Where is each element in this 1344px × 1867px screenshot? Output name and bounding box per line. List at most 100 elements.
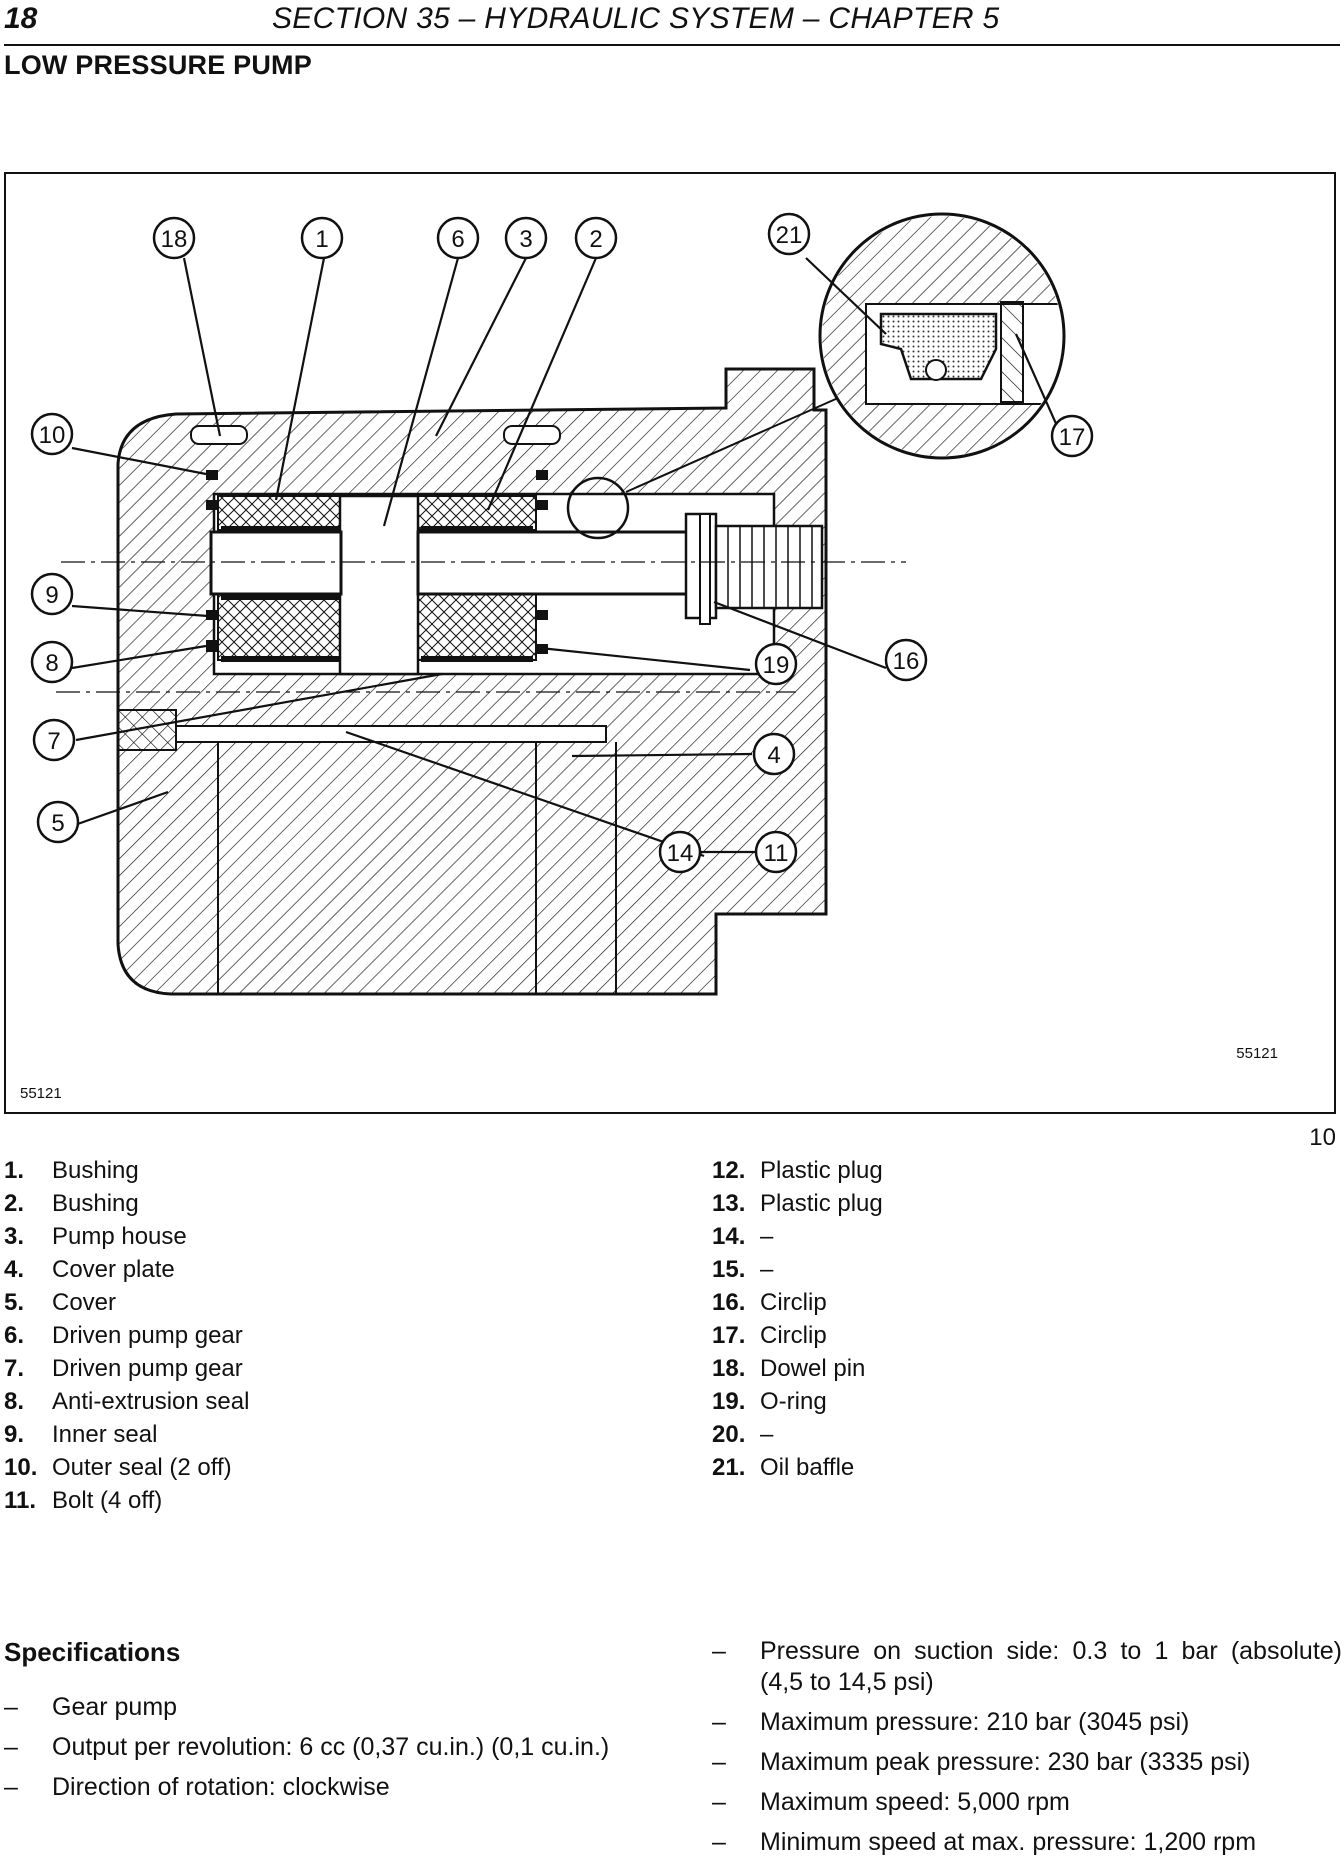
- page-subtitle: LOW PRESSURE PUMP: [4, 50, 312, 80]
- part-number: 14.: [712, 1223, 746, 1250]
- callout-11: 11: [764, 840, 789, 867]
- callout-3: 3: [519, 226, 532, 253]
- spec-item: – Gear pump: [4, 1692, 632, 1723]
- part-name: Driven pump gear: [52, 1355, 243, 1382]
- part-item: 7.Driven pump gear: [4, 1352, 249, 1385]
- callout-6: 6: [451, 226, 464, 253]
- spec-text: Minimum speed at max. pressure: 1,200 rp…: [760, 1828, 1257, 1856]
- part-number: 8.: [4, 1388, 25, 1415]
- spec-bullet: –: [712, 1637, 726, 1665]
- callout-4: 4: [767, 742, 780, 769]
- part-name: Plastic plug: [760, 1157, 883, 1184]
- header-rule: [4, 44, 1340, 46]
- spec-item: –Maximum pressure: 210 bar (3045 psi): [712, 1707, 1342, 1738]
- part-name: Bushing: [52, 1190, 139, 1217]
- callout-9: 9: [45, 582, 58, 609]
- spec-item: – Pressure on suction side: 0.3 to 1 bar …: [712, 1636, 1342, 1698]
- part-name: Bolt (4 off): [52, 1487, 163, 1514]
- spec-bullet: –: [712, 1828, 726, 1856]
- part-item: 6.Driven pump gear: [4, 1319, 249, 1352]
- part-number: 18.: [712, 1355, 746, 1382]
- part-item: 12. Plastic plug: [712, 1154, 883, 1187]
- part-name: Plastic plug: [760, 1190, 883, 1217]
- callout-14: 14: [667, 840, 694, 867]
- part-item: 14.–: [712, 1220, 883, 1253]
- page-number: 18: [4, 2, 38, 35]
- part-name: Cover plate: [52, 1256, 175, 1283]
- part-name: Anti-extrusion seal: [52, 1388, 250, 1415]
- spec-text: Direction of rotation: clockwise: [52, 1773, 390, 1801]
- part-name: Cover: [52, 1289, 117, 1316]
- spec-bullet: –: [4, 1773, 18, 1801]
- callout-16: 16: [893, 648, 920, 675]
- part-number: 17.: [712, 1322, 746, 1349]
- section-title: SECTION 35 – HYDRAULIC SYSTEM – CHAPTER …: [272, 2, 1000, 35]
- part-number: 13.: [712, 1190, 746, 1217]
- callout-8: 8: [45, 650, 58, 677]
- part-name: O-ring: [760, 1388, 827, 1415]
- spec-text: Pressure on suction side: 0.3 to 1 bar (…: [760, 1637, 1342, 1696]
- part-name: Dowel pin: [760, 1355, 866, 1382]
- part-item: 2. Bushing: [4, 1187, 249, 1220]
- part-item: 15.–: [712, 1253, 883, 1286]
- part-item: 21.Oil baffle: [712, 1451, 883, 1484]
- part-name: Circlip: [760, 1289, 827, 1316]
- callout-10: 10: [39, 422, 66, 449]
- part-item: 16. Circlip: [712, 1286, 883, 1319]
- spec-bullet: –: [4, 1693, 18, 1721]
- part-number: 16.: [712, 1289, 746, 1316]
- callout-5: 5: [51, 810, 64, 837]
- part-number: 20.: [712, 1421, 746, 1448]
- part-number: 3.: [4, 1223, 25, 1250]
- spec-bullet: –: [4, 1733, 18, 1761]
- part-number: 1.: [4, 1157, 25, 1184]
- part-item: 4. Cover plate: [4, 1253, 249, 1286]
- parts-list-right: 12.Plastic plug 13.Plastic plug 14.– 15.…: [712, 1154, 883, 1484]
- spec-item: – Maximum speed: 5,000 rpm: [712, 1787, 1342, 1818]
- part-number: 15.: [712, 1256, 746, 1283]
- part-item: 10. Outer seal (2 off): [4, 1451, 249, 1484]
- figure-number: 10: [1309, 1124, 1336, 1151]
- spec-bullet: –: [712, 1748, 726, 1776]
- part-name: –: [760, 1256, 774, 1283]
- part-number: 11.: [4, 1487, 37, 1514]
- part-name: –: [760, 1223, 774, 1250]
- part-item: 18. Dowel pin: [712, 1352, 883, 1385]
- part-number: 12.: [712, 1157, 746, 1184]
- callout-18: 18: [161, 226, 188, 253]
- spec-text: Maximum speed: 5,000 rpm: [760, 1788, 1070, 1816]
- callout-2: 2: [589, 226, 602, 253]
- part-item: 17. Circlip: [712, 1319, 883, 1352]
- part-item: 11. Bolt (4 off): [4, 1484, 249, 1517]
- specifications-heading: Specifications: [4, 1637, 181, 1667]
- part-item: 19.O-ring: [712, 1385, 883, 1418]
- part-number: 2.: [4, 1190, 25, 1217]
- part-item: 13. Plastic plug: [712, 1187, 883, 1220]
- part-number: 10.: [4, 1454, 38, 1481]
- figure-reference-right: 55121: [1236, 1045, 1278, 1062]
- pump-diagram-figure: 18 1 6 3 2 21 10 17 9 8 19 16 7 4 5 14 1…: [4, 172, 1336, 1114]
- part-item: 9.Inner seal: [4, 1418, 249, 1451]
- spec-text: Maximum pressure: 210 bar (3045 psi): [760, 1708, 1190, 1736]
- callout-19: 19: [763, 652, 790, 679]
- spec-text: Gear pump: [52, 1693, 178, 1721]
- spec-item: – Direction of rotation: clockwise: [4, 1772, 632, 1803]
- figure-reference-left: 55121: [20, 1085, 62, 1102]
- part-number: 5.: [4, 1289, 25, 1316]
- part-name: Outer seal (2 off): [52, 1454, 232, 1481]
- part-number: 4.: [4, 1256, 25, 1283]
- part-item: 8. Anti-extrusion seal: [4, 1385, 249, 1418]
- part-name: –: [760, 1421, 774, 1448]
- callout-7: 7: [47, 728, 60, 755]
- part-item: 3. Pump house: [4, 1220, 249, 1253]
- part-name: Pump house: [52, 1223, 187, 1250]
- spec-item: –Output per revolution: 6 cc (0,37 cu.in…: [4, 1732, 632, 1763]
- spec-bullet: –: [712, 1788, 726, 1816]
- part-name: Bushing: [52, 1157, 139, 1184]
- part-name: Circlip: [760, 1322, 827, 1349]
- pump-cross-section-drawing: 18 1 6 3 2 21 10 17 9 8 19 16 7 4 5 14 1…: [30, 212, 1094, 996]
- part-item: 20.–: [712, 1418, 883, 1451]
- callout-17: 17: [1059, 424, 1086, 451]
- specifications-list-right: – Pressure on suction side: 0.3 to 1 bar …: [712, 1636, 1342, 1867]
- part-item: 5. Cover: [4, 1286, 249, 1319]
